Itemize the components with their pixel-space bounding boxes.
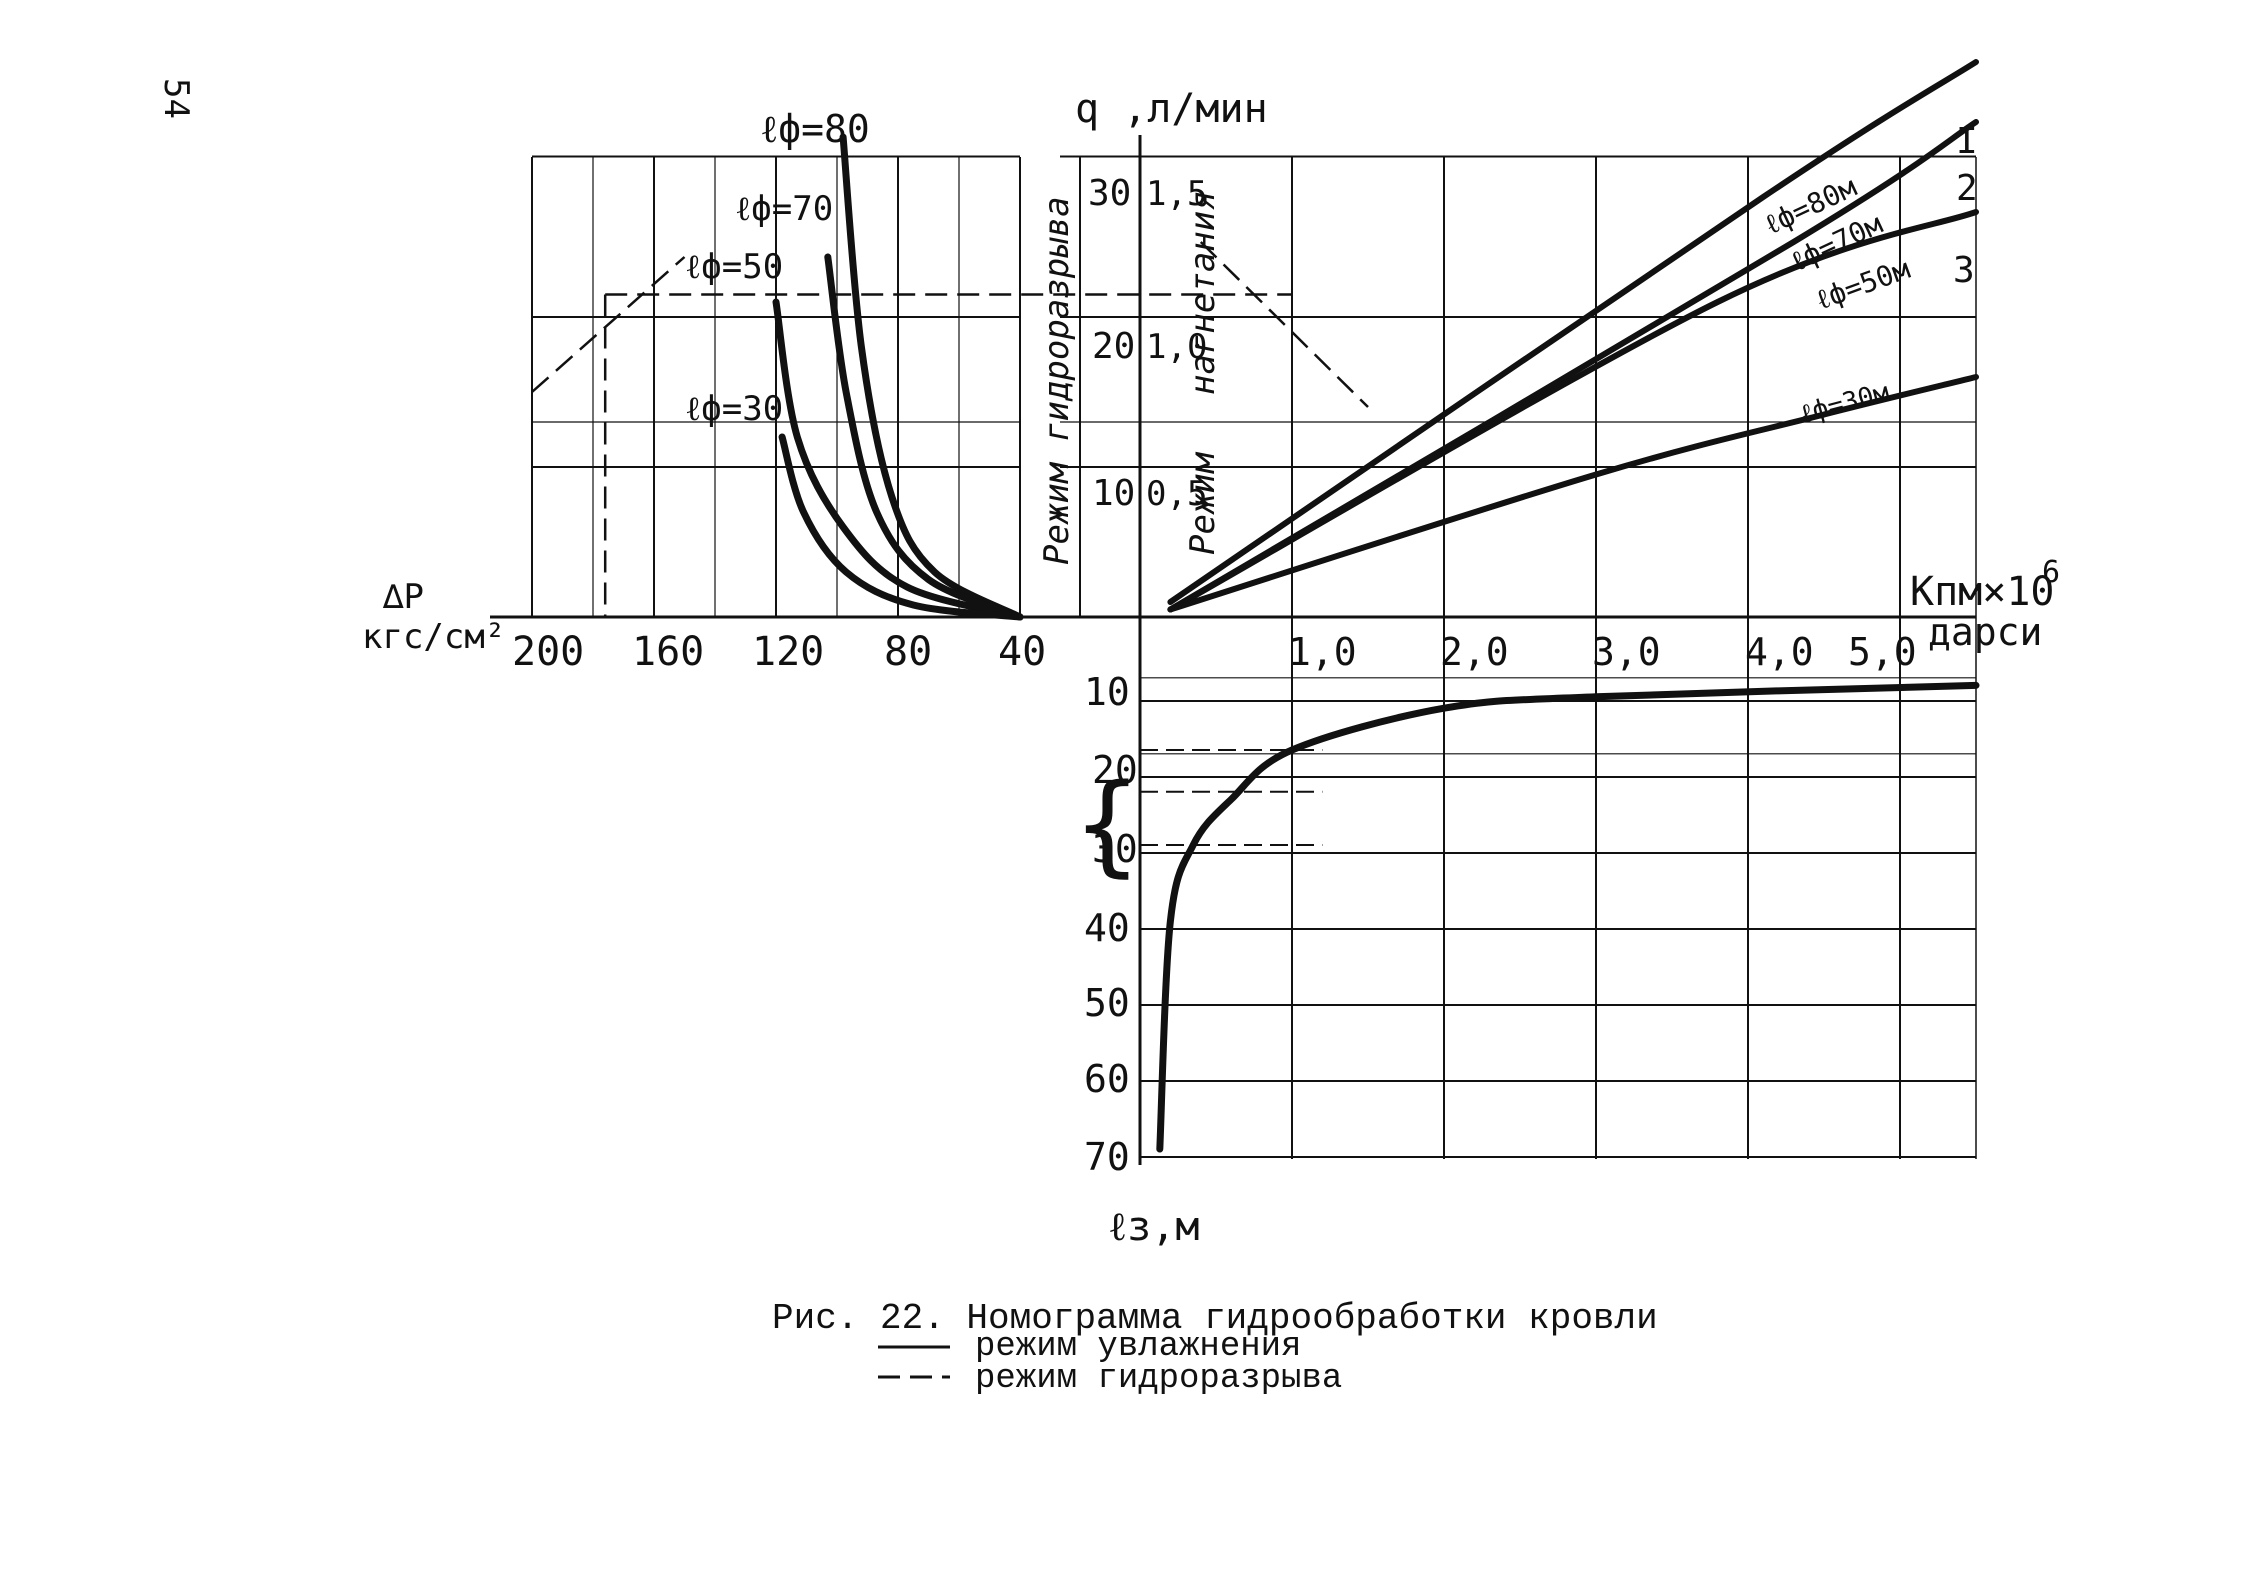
- dp-curve-1: [839, 133, 1024, 621]
- dp-series-label-30: ℓф=30: [685, 389, 783, 429]
- q-axis-label: q ,л/мин: [1075, 86, 1268, 132]
- guide-dp-diagonal: [531, 256, 686, 393]
- lz-curve-1: [1156, 681, 1980, 1153]
- lz-brace: {: [1074, 760, 1140, 888]
- k-series-num-1: I: [1956, 121, 1978, 162]
- dp-axis-label-top: ∆P: [382, 577, 424, 617]
- page-number: 54: [156, 78, 196, 119]
- k-series-num-3: 3: [1953, 250, 1975, 291]
- k-tick-5: 5,0: [1848, 630, 1917, 674]
- k-axis-label: Kпм×10: [1910, 569, 2055, 615]
- lz-tick-40: 40: [1084, 906, 1130, 950]
- k-axis-exponent: 6: [2042, 555, 2060, 590]
- dp-axis-label-bottom: кгс/см²: [362, 617, 505, 657]
- dp-series-label-50: ℓф=50: [685, 247, 783, 287]
- k-tick-2: 2,0: [1440, 630, 1509, 674]
- lz-tick-70: 70: [1084, 1135, 1130, 1179]
- mode-label-left-a: Режим: [1037, 461, 1077, 565]
- q-alt-tick-1-0: 1,0: [1146, 327, 1207, 367]
- k-curve-4: [1167, 374, 1979, 613]
- lz-tick-50: 50: [1084, 981, 1130, 1025]
- k-curve-3: [1167, 209, 1979, 613]
- lz-axis-label: ℓз,м: [1108, 1204, 1199, 1250]
- legend-solid-label: режим увлажнения: [975, 1328, 1301, 1366]
- legend: режим увлажнения режим гидроразрыва: [878, 1328, 1342, 1398]
- dp-series-label-70: ℓф=70: [735, 189, 833, 229]
- q-alt-tick-1-5: 1,5: [1146, 174, 1207, 214]
- dp-curve-4: [778, 433, 1024, 621]
- mode-label-right-a: нагнетания: [1183, 190, 1223, 395]
- q-alt-tick-0-5: 0,5: [1146, 474, 1207, 514]
- dp-tick-160: 160: [632, 629, 704, 675]
- q-tick-10: 10: [1092, 473, 1135, 514]
- curves: [772, 59, 1980, 1153]
- mode-label-left-b: гидроразрыва: [1037, 196, 1077, 442]
- k-tick-4: 4,0: [1745, 630, 1814, 674]
- lz-tick-20: 20: [1092, 748, 1138, 792]
- lz-tick-30: 30: [1092, 827, 1138, 871]
- dp-tick-200: 200: [512, 629, 584, 675]
- dp-tick-80: 80: [884, 629, 932, 675]
- dp-tick-40: 40: [998, 629, 1046, 675]
- legend-dashed-label: режим гидроразрыва: [975, 1360, 1342, 1398]
- mode-label-right-b: Режим: [1183, 451, 1223, 555]
- q-tick-20: 20: [1092, 326, 1135, 367]
- k-curve-1: [1167, 59, 1979, 605]
- k-series-num-2: 2: [1956, 168, 1978, 209]
- q-tick-30: 30: [1088, 173, 1131, 214]
- k-axis-unit: дарси: [1928, 610, 2042, 654]
- dp-curve-2: [824, 253, 1024, 621]
- dp-series-label-80: ℓф=80: [760, 107, 870, 151]
- dp-curve-3: [772, 298, 1024, 621]
- dashed-guides: [531, 241, 1369, 846]
- figure-caption: Рис. 22. Номограмма гидрообработки кровл…: [772, 1298, 1658, 1339]
- lz-tick-10: 10: [1084, 670, 1130, 714]
- dp-tick-120: 120: [752, 629, 824, 675]
- lz-tick-60: 60: [1084, 1057, 1130, 1101]
- k-tick-3: 3,0: [1592, 630, 1661, 674]
- guide-k-diagonal: [1199, 241, 1369, 408]
- k-tick-1: 1,0: [1288, 630, 1357, 674]
